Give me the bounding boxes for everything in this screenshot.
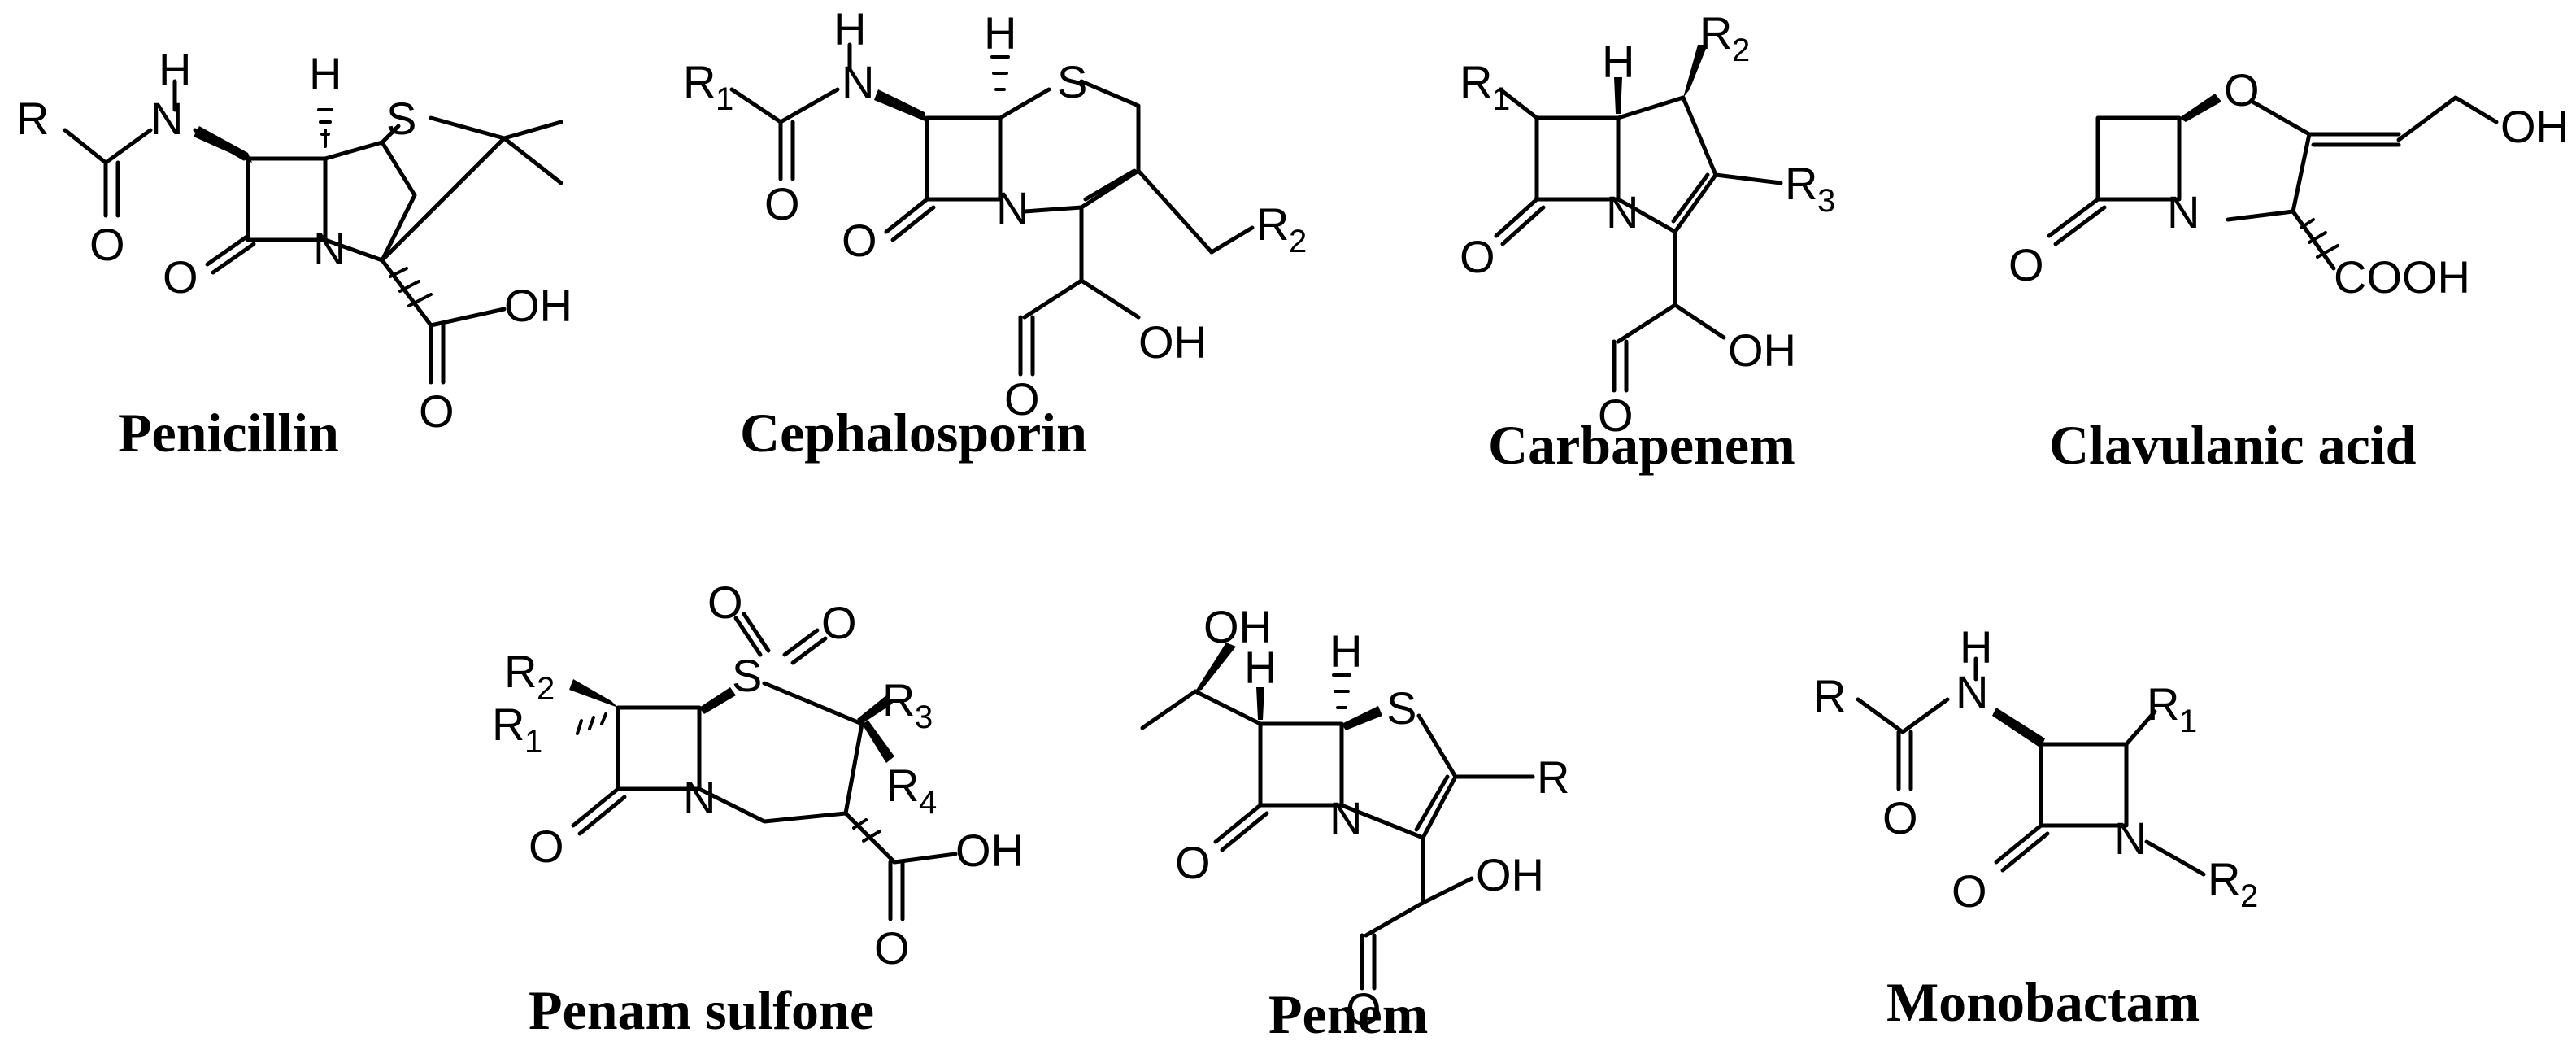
sub-2: 2: [537, 671, 555, 707]
atom-s: S: [732, 650, 762, 701]
atom-h: H: [1960, 621, 1992, 673]
atom-oh: OH: [1476, 849, 1544, 900]
atom-r: R: [2147, 678, 2179, 730]
atom-oh: OH: [1138, 316, 1207, 368]
atom-r: R: [1699, 7, 1732, 59]
atom-r: R: [492, 699, 524, 750]
atom-h: H: [1602, 36, 1634, 87]
caption-monobactam: Monobactam: [1886, 971, 2200, 1033]
atom-o: O: [842, 215, 877, 266]
caption-penicillin: Penicillin: [118, 402, 339, 464]
atom-h: H: [1329, 625, 1362, 677]
atom-n: N: [1606, 186, 1638, 237]
atom-n: N: [842, 56, 874, 107]
atom-o: O: [1004, 373, 1040, 425]
sub-1: 1: [2179, 704, 2197, 739]
atom-o: O: [764, 178, 800, 229]
atom-h: H: [984, 7, 1016, 59]
penicillin-structure: R N H O H S N O OH O Penicillin: [16, 44, 572, 464]
monobactam-structure: R N H O R 1 N O R 2 Monobactam: [1813, 621, 2258, 1033]
atom-r: R: [882, 674, 915, 725]
atom-o: O: [163, 251, 198, 303]
atom-cooh: COOH: [2334, 251, 2470, 303]
caption-clavulanic-acid: Clavulanic acid: [2049, 414, 2417, 476]
atom-r: R: [504, 646, 537, 697]
atom-h: H: [833, 3, 866, 54]
atom-o: O: [1598, 390, 1634, 441]
atom-r: R: [1813, 670, 1846, 721]
caption-carbapenem: Carbapenem: [1488, 414, 1795, 476]
atom-o: O: [707, 577, 743, 628]
atom-o: O: [1882, 792, 1918, 843]
penem-structure: OH H H S R N O OH O Penem: [1140, 601, 1569, 1045]
sub-1: 1: [524, 724, 542, 760]
atom-oh: OH: [504, 280, 572, 331]
atom-r: R: [1460, 56, 1492, 107]
atom-o: O: [89, 219, 125, 270]
caption-penem: Penem: [1268, 983, 1428, 1045]
atom-o: O: [874, 922, 910, 974]
atom-s: S: [1057, 56, 1087, 107]
sub-3: 3: [915, 699, 933, 735]
atom-o: O: [2008, 239, 2044, 290]
sub-2: 2: [2240, 878, 2258, 914]
atom-oh: OH: [1728, 325, 1796, 376]
atom-r: R: [1785, 158, 1817, 209]
atom-n: N: [1329, 792, 1362, 843]
sub-2: 2: [1732, 33, 1750, 68]
caption-penam-sulfone: Penam sulfone: [529, 979, 874, 1041]
atom-r: R: [2208, 853, 2240, 904]
atom-n: N: [150, 93, 183, 144]
cephalosporin-structure: R 1 N H O H S N O R 2 OH O Cephalosporin: [683, 3, 1307, 464]
sub-2: 2: [1289, 224, 1307, 259]
atom-n: N: [313, 223, 346, 274]
atom-s: S: [1386, 682, 1416, 734]
atom-o: O: [419, 386, 455, 437]
atom-n: N: [996, 182, 1029, 233]
atom-h: H: [309, 48, 342, 99]
sub-1: 1: [1492, 81, 1510, 117]
atom-o: O: [1175, 837, 1211, 888]
atom-o: O: [2224, 64, 2260, 115]
atom-s: S: [386, 93, 416, 144]
atom-h: H: [159, 44, 191, 95]
carbapenem-structure: R 1 H R 2 R 3 N O OH O Carbapenem: [1460, 7, 1835, 476]
atom-n: N: [683, 772, 716, 823]
sub-4: 4: [919, 785, 937, 821]
atom-oh: OH: [1203, 601, 1272, 652]
sub-1: 1: [716, 81, 733, 117]
atom-r: R: [683, 56, 716, 107]
atom-o: O: [1346, 983, 1382, 1035]
atom-h: H: [1244, 642, 1277, 693]
atom-o: O: [1952, 865, 1987, 917]
atom-o: O: [529, 821, 564, 872]
atom-r: R: [1537, 752, 1569, 803]
clavulanic-acid-structure: O N O OH COOH Clavulanic acid: [2008, 64, 2569, 476]
atom-r: R: [1256, 198, 1289, 250]
caption-cephalosporin: Cephalosporin: [740, 402, 1087, 464]
penam-sulfone-structure: R 2 R 1 S O O R 3 R 4 N O OH O Penam sul…: [492, 577, 1024, 1041]
atom-n: N: [2167, 186, 2200, 237]
atom-oh: OH: [955, 825, 1024, 876]
sub-3: 3: [1817, 183, 1835, 219]
atom-n: N: [2114, 813, 2147, 864]
atom-oh: OH: [2500, 101, 2569, 152]
atom-r: R: [886, 760, 919, 811]
atom-n: N: [1956, 666, 1988, 717]
atom-o: O: [821, 597, 857, 648]
atom-r: R: [16, 93, 49, 144]
atom-o: O: [1460, 231, 1495, 282]
